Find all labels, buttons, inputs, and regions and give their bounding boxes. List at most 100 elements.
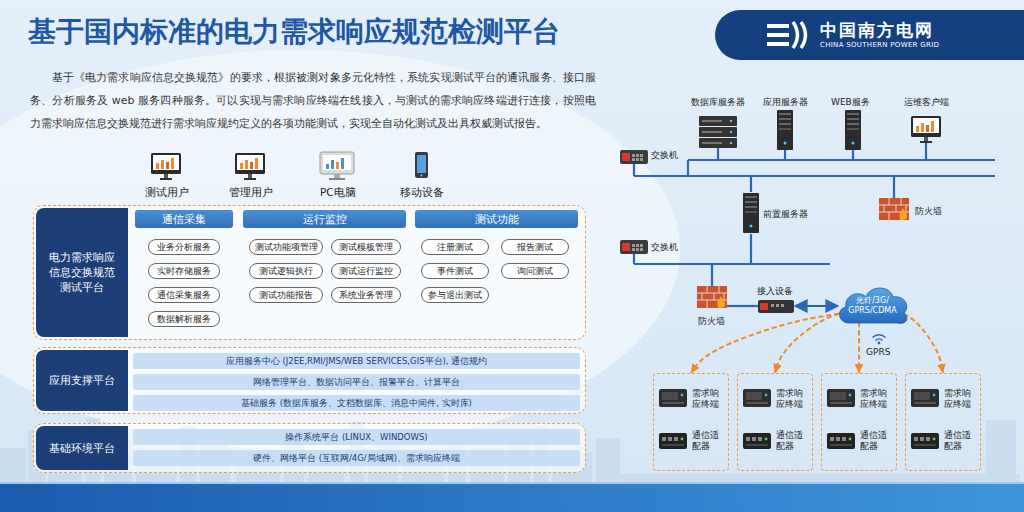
- service-box: 询问测试: [501, 263, 569, 279]
- bottom-band: [0, 484, 1024, 512]
- network-wire: [925, 143, 927, 160]
- device-label: WEB服务: [831, 96, 870, 108]
- node-text: 基础服务 (数据库服务、文档数据库、消息中间件, 实时库): [241, 397, 472, 409]
- terminal-group: 需求响应终端通信适配器: [737, 373, 813, 471]
- service-box: 报告测试: [501, 239, 569, 255]
- logo-mark: [801, 22, 806, 48]
- wifi-icon: [876, 339, 883, 340]
- service-box: 通信采集服务: [148, 287, 220, 303]
- monitor-icon: [911, 116, 941, 143]
- adapter-icon: [827, 433, 855, 449]
- terminal-group: 需求响应终端通信适配器: [653, 373, 729, 471]
- adapter-icon: [659, 433, 687, 449]
- node-text: 询问测试: [517, 265, 553, 277]
- phone-icon: [417, 155, 426, 173]
- logo-mark: [767, 42, 789, 46]
- service-box: 业务分析服务: [148, 239, 220, 255]
- switch-icon: [620, 150, 648, 164]
- group-column: 运行监控测试功能项管理测试模板管理测试逻辑执行测试运行监控测试功能报告系统业务管…: [243, 210, 406, 332]
- node-text: 测试功能报告: [259, 289, 313, 301]
- db-server-icon: [730, 131, 733, 134]
- node-text: 通信适配器: [860, 430, 894, 452]
- pc-icon: [334, 174, 340, 178]
- wifi-icon: [878, 342, 881, 345]
- page-title: 基于国内标准的电力需求响应规范检测平台: [28, 14, 560, 50]
- pc-icon: [320, 152, 354, 180]
- signal-arrow: [904, 314, 943, 373]
- db-server-icon: [699, 116, 737, 148]
- service-box: 测试逻辑执行: [249, 263, 323, 279]
- switch-icon: [620, 240, 648, 254]
- node-text: 参与退出测试: [428, 289, 482, 301]
- node-text: 注册测试: [437, 241, 473, 253]
- network-wire: [852, 150, 854, 160]
- terminal-icon: [911, 389, 939, 407]
- node-text: 光纤/3G/ GPRS/CDMA: [843, 292, 903, 316]
- network-cloud: 光纤/3G/ GPRS/CDMA: [835, 282, 910, 326]
- node-text: 通信适配器: [944, 430, 978, 452]
- platform-panel: 应用支撑平台 应用服务中心 (J2EE,RMI/JMS/WEB SERVICES,…: [33, 347, 586, 414]
- node-text: 中国南方电网: [820, 20, 1024, 40]
- node-text: 报告测试: [517, 241, 553, 253]
- db-server-icon: [702, 131, 722, 133]
- node-text: 电力需求响应信息交换规范测试平台: [36, 208, 128, 337]
- node-text: 硬件、网络平台 (互联网/4G/局域网)、需求响应终端: [253, 452, 460, 464]
- pc-icon: [331, 160, 334, 169]
- firewall-icon: [879, 198, 909, 220]
- phone-icon: [415, 152, 428, 178]
- device-label: GPRS: [866, 346, 890, 358]
- cloud-outline: [840, 288, 907, 323]
- node-text: CHINA SOUTHERN POWER GRID: [820, 40, 1024, 50]
- terminal-icon: [827, 389, 855, 407]
- device-label: 防火墙: [698, 315, 725, 327]
- adapter-icon: [743, 433, 771, 449]
- network-wire: [688, 159, 995, 161]
- logo-banner: 中国南方电网CHINA SOUTHERN POWER GRID: [715, 10, 1024, 60]
- signal-arrow: [775, 314, 839, 373]
- network-wire: [784, 150, 786, 160]
- service-box: 数据解析服务: [148, 311, 220, 327]
- phone-icon: [415, 152, 428, 178]
- signal-arrow: [858, 322, 860, 373]
- device-label: 接入设备: [757, 285, 793, 297]
- node-text: 测试逻辑执行: [259, 265, 313, 277]
- access-device-icon: [771, 304, 774, 307]
- access-device-icon: [758, 300, 794, 313]
- user-label: 测试用户: [145, 185, 189, 199]
- device-label: 交换机: [651, 241, 678, 253]
- device-label: 前置服务器: [763, 208, 808, 220]
- node-text: 测试功能项管理: [255, 241, 318, 253]
- monitor-icon: [235, 153, 265, 180]
- access-device-icon: [781, 304, 784, 307]
- server-icon: [845, 110, 861, 150]
- node-text: 通信采集服务: [157, 289, 211, 301]
- service-box: 注册测试: [421, 239, 489, 255]
- pc-icon: [329, 178, 345, 180]
- user-label: 移动设备: [400, 185, 444, 199]
- device-label: 运维客户端: [904, 96, 949, 108]
- db-server-icon: [699, 116, 737, 126]
- network-wire: [633, 254, 635, 264]
- phone-icon: [421, 175, 423, 177]
- group-column: 测试功能注册测试报告测试事件测试询问测试参与退出测试: [415, 210, 578, 332]
- network-wire: [687, 160, 689, 176]
- db-server-icon: [699, 127, 737, 137]
- pc-icon: [320, 152, 354, 174]
- device-label: 交换机: [651, 149, 678, 161]
- db-server-icon: [730, 142, 733, 145]
- layer-bar: 操作系统平台 (LINUX、WINDOWS): [133, 429, 580, 445]
- pc-icon: [323, 155, 351, 170]
- network-wire: [711, 264, 713, 286]
- user-label: PC电脑: [320, 185, 356, 199]
- logo-mark: [767, 24, 789, 28]
- platform-panel: 基础环境平台操作系统平台 (LINUX、WINDOWS)硬件、网络平台 (互联网…: [33, 423, 586, 473]
- access-device-icon: [758, 300, 794, 313]
- link-arrow: [795, 305, 838, 307]
- skyline: [0, 418, 1020, 484]
- group-column: 通信采集业务分析服务实时存储服务通信采集服务数据解析服务: [135, 210, 233, 332]
- node-text: 应用支撑平台: [36, 350, 128, 411]
- device-label: 防火墙: [915, 205, 942, 217]
- service-box: 测试运行监控: [331, 263, 401, 279]
- node-text: 应用服务中心 (J2EE,RMI/JMS/WEB SERVICES,GIS平台)…: [226, 355, 488, 367]
